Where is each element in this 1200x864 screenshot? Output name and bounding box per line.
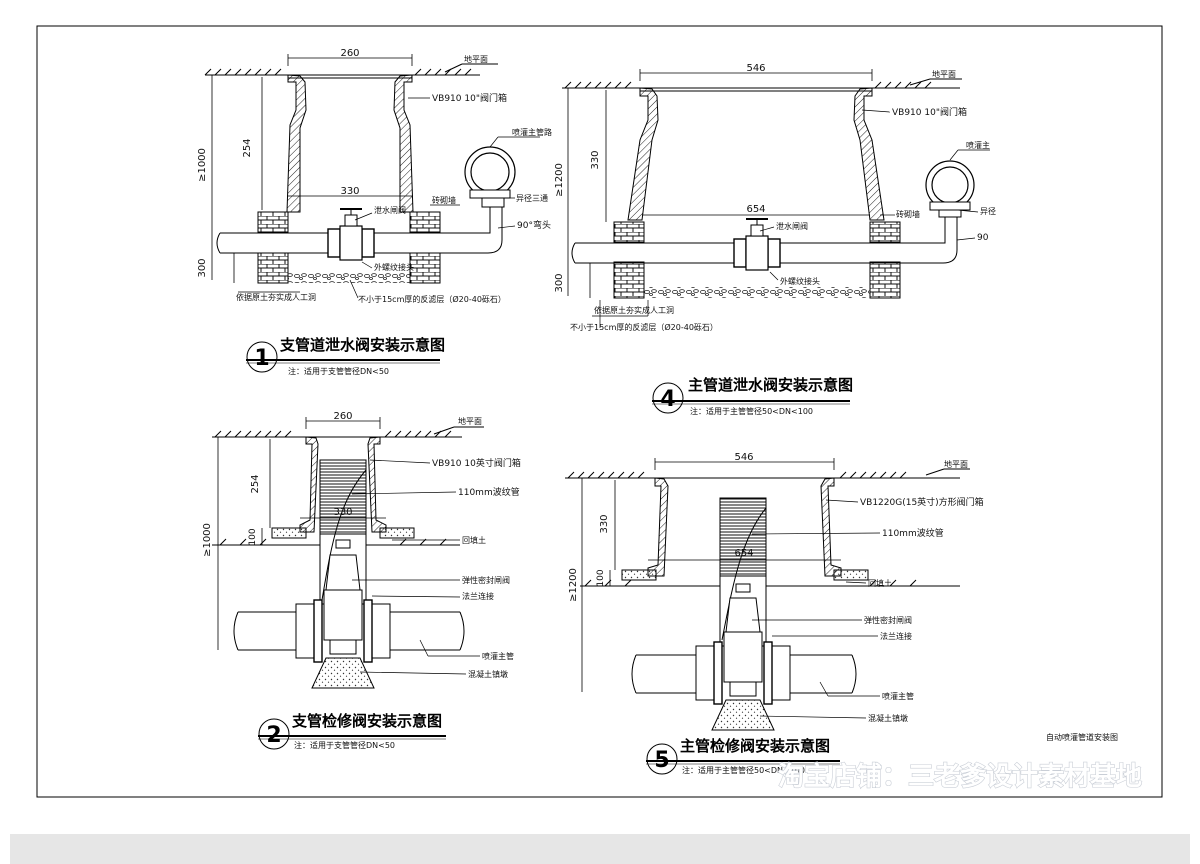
d5-corrugated-label: 110mm波纹管	[882, 527, 944, 539]
d2-flange-label: 法兰连接	[462, 591, 494, 601]
d4-number-circle	[652, 382, 684, 414]
diagram-1-branch-drain-valve: 260 330 254 ≥1000 300 地平面 VB910 10"阀门箱 喷…	[197, 48, 552, 376]
d2-dim-base: 100	[248, 528, 258, 545]
d2-note: 注：适用于支管管径DN<50	[294, 740, 395, 750]
d4-main-pipe-label: 喷灌主	[966, 140, 990, 150]
d1-dim-total: ≥1000	[197, 148, 208, 182]
d4-gravel-label: 不小于15cm厚的反滤层（Ø20-40砾石）	[570, 322, 718, 332]
d5-dim-top: 546	[734, 452, 753, 463]
d2-gate-valve-label: 弹性密封闸阀	[462, 575, 510, 585]
d4-number: 4	[660, 387, 675, 412]
d1-reducer-label: 异径三通	[516, 193, 548, 203]
d2-dim-mid: 330	[333, 507, 352, 518]
d1-soil-label: 依据原土夯实成人工洞	[236, 292, 316, 302]
d1-number: 1	[254, 346, 269, 371]
d5-backfill-label: 回填土	[868, 578, 892, 588]
d2-main-pipe-label: 喷灌主管	[482, 651, 514, 661]
d5-gate-valve-label: 弹性密封闸阀	[864, 615, 912, 625]
d5-main-pipe-label: 喷灌主管	[882, 691, 914, 701]
d5-dim-h1: 330	[599, 514, 610, 533]
d1-dim-h1: 254	[242, 138, 253, 157]
d5-concrete-label: 混凝土镇墩	[868, 713, 908, 723]
d4-valve-box-label: VB910 10"阀门箱	[892, 106, 967, 118]
drawing-frame	[36, 25, 1163, 798]
d1-brick-label: 砖砌墙	[432, 195, 456, 205]
diagram-2-branch-service-valve: 260 330 254 ≥1000 100 地平面 VB910 10英寸阀门箱 …	[202, 411, 521, 750]
d4-dim-mid: 654	[746, 204, 765, 215]
d1-dim-base: 300	[197, 258, 208, 277]
d2-number-circle	[258, 718, 290, 750]
d4-brick-label: 砖砌墙	[896, 209, 920, 219]
d4-soil-label: 依据原土夯实成人工洞	[594, 305, 674, 315]
d1-main-pipe-label: 喷灌主管路	[512, 127, 552, 137]
d4-threaded-label: 外螺纹接头	[780, 276, 820, 286]
d1-drain-valve-label: 泄水闸阀	[374, 205, 406, 215]
page-shadow	[10, 834, 1190, 864]
d2-title: 支管检修阀安装示意图	[291, 712, 442, 730]
d5-dim-mid: 654	[734, 548, 753, 559]
watermark-text: 淘宝店铺：三老爹设计素材基地	[778, 761, 1142, 792]
d2-valve-box-label: VB910 10英寸阀门箱	[432, 457, 521, 469]
d4-drain-valve-label: 泄水闸阀	[776, 221, 808, 231]
d5-flange-label: 法兰连接	[880, 631, 912, 641]
d1-title: 支管道泄水阀安装示意图	[279, 336, 445, 354]
diagram-5-main-service-valve: 546 654 330 ≥1200 100 地平面 VB1220G(15英寸)方…	[565, 452, 984, 775]
d1-valve-box-label: VB910 10"阀门箱	[432, 92, 507, 104]
d1-number-circle	[246, 341, 278, 373]
d2-dim-h1: 254	[250, 474, 261, 493]
d4-elbow-label: 90	[977, 233, 989, 243]
d4-title: 主管道泄水阀安装示意图	[688, 376, 853, 394]
d1-threaded-label: 外螺纹接头	[374, 262, 414, 272]
d5-number-circle	[646, 743, 678, 775]
d2-corrugated-label: 110mm波纹管	[458, 486, 520, 498]
d4-dim-total: ≥1200	[554, 163, 565, 197]
d1-elbow-label: 90°弯头	[517, 219, 551, 231]
d4-dim-top: 546	[746, 63, 765, 74]
d4-note: 注：适用于主管管径50<DN<100	[690, 406, 813, 416]
d1-gravel-label: 不小于15cm厚的反滤层（Ø20-40砾石）	[358, 294, 506, 304]
d1-ground-label: 地平面	[464, 54, 488, 64]
diagram-4-main-drain-valve: 546 654 330 ≥1200 300 地平面 VB910 10"阀门箱 喷…	[554, 63, 996, 416]
d4-ground-label: 地平面	[932, 69, 956, 79]
d1-dim-top: 260	[340, 48, 359, 59]
d1-note: 注：适用于支管管径DN<50	[288, 366, 389, 376]
d2-dim-total: ≥1000	[202, 523, 213, 557]
d2-backfill-label: 回填土	[462, 535, 486, 545]
d4-reducer-label: 异径	[980, 206, 996, 216]
d2-dim-top: 260	[333, 411, 352, 422]
d5-title: 主管检修阀安装示意图	[680, 737, 830, 755]
d5-note: 注：适用于主管管径50<DN<100	[682, 765, 805, 775]
d2-concrete-label: 混凝土镇墩	[468, 669, 508, 679]
footer-caption: 自动喷灌管道安装图	[1046, 732, 1118, 742]
d4-dim-h1: 330	[590, 150, 601, 169]
d5-valve-box-label: VB1220G(15英寸)方形阀门箱	[860, 496, 984, 508]
d2-ground-label: 地平面	[458, 416, 482, 426]
d1-dim-mid: 330	[340, 186, 359, 197]
d5-dim-base: 100	[596, 569, 606, 586]
d5-dim-total: ≥1200	[568, 568, 579, 602]
d5-ground-label: 地平面	[944, 459, 968, 469]
d4-dim-base: 300	[554, 273, 565, 292]
